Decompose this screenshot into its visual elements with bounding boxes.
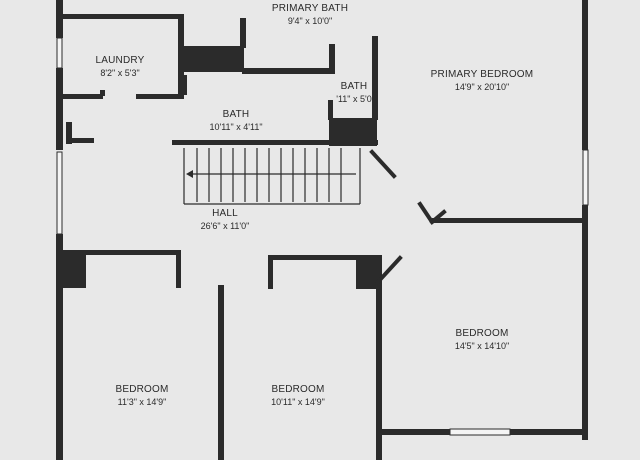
wall-bedroom-left-top (86, 250, 180, 255)
room-dimensions: 14'5" x 14'10" (454, 341, 510, 351)
room-bedroom-right: BEDROOM 14'5" x 14'10" (440, 327, 524, 353)
wall-bedroom-divider (218, 285, 224, 460)
wall-laundry-bottom (136, 94, 184, 99)
room-name: LAUNDRY (95, 55, 145, 66)
window (449, 428, 511, 436)
room-dimensions: 11'3" x 14'9" (117, 397, 167, 407)
wall-small-bath-left (329, 44, 335, 74)
room-primary-bedroom: PRIMARY BEDROOM 14'9" x 20'10" (412, 68, 552, 94)
wall-bedroom-middle-top (268, 255, 358, 260)
room-name: HALL (212, 208, 238, 219)
room-primary-bath: PRIMARY BATH 9'4" x 10'0" (262, 2, 358, 28)
room-bedroom-middle: BEDROOM 10'11" x 14'9" (258, 383, 338, 409)
wall-primary-bedroom-bottom (432, 218, 582, 223)
room-name: PRIMARY BEDROOM (430, 69, 534, 80)
room-dimensions: '11" x 5'0 (336, 94, 372, 104)
wall-outer-left (56, 68, 63, 150)
room-laundry: LAUNDRY 8'2" x 5'3" (80, 54, 160, 80)
room-name: BEDROOM (271, 384, 325, 395)
room-dimensions: 10'11" x 14'9" (271, 397, 325, 407)
room-name: BEDROOM (455, 328, 509, 339)
wall-bath-left (66, 122, 72, 144)
room-bedroom-left: BEDROOM 11'3" x 14'9" (104, 383, 180, 409)
wall-primary-bath-left (240, 18, 246, 48)
wall-outer-right (582, 205, 588, 440)
wall-short (182, 75, 187, 95)
wall-outer-left (56, 0, 63, 38)
wall-stair-top (172, 140, 378, 145)
door-swing (369, 149, 397, 179)
room-name: PRIMARY BATH (271, 3, 349, 14)
wall-bath-right (328, 100, 333, 120)
wall-outer-right (582, 0, 588, 150)
wall-bedroom-right-bottom (380, 429, 450, 435)
door-swing (417, 201, 435, 225)
wall-bath-left (66, 138, 94, 143)
window (582, 149, 589, 206)
room-name: BATH (222, 109, 250, 120)
room-name: BEDROOM (115, 384, 169, 395)
door-swing (429, 209, 447, 225)
wall-bedroom-left-top-block (56, 250, 86, 288)
wall-bedroom-right-bottom (510, 429, 588, 435)
room-dimensions: 9'4" x 10'0" (287, 16, 333, 26)
wall-bedroom-left-top-stub (176, 250, 181, 288)
room-dimensions: 26'6" x 11'0" (200, 221, 250, 231)
wall-bath-chase (182, 46, 244, 72)
room-dimensions: 10'11" x 4'11" (209, 122, 263, 132)
wall-laundry-bottom (63, 94, 103, 99)
room-bath-small: BATH '11" x 5'0 (334, 80, 374, 106)
room-name: BATH (340, 81, 368, 92)
door-swing (375, 255, 403, 285)
room-dimensions: 14'9" x 20'10" (454, 82, 510, 92)
wall-laundry-top (63, 14, 183, 19)
room-dimensions: 8'2" x 5'3" (100, 68, 140, 78)
wall-bedroom-right-left (376, 285, 382, 460)
window (56, 151, 63, 235)
room-hall: HALL 26'6" x 11'0" (185, 207, 265, 233)
wall-bedroom-middle-top-stub (268, 255, 273, 289)
wall-outer-left (56, 234, 63, 460)
wall-primary-bath-bottom (242, 68, 332, 74)
room-bath: BATH 10'11" x 4'11" (196, 108, 276, 134)
wall-primary-bath-right (372, 36, 378, 120)
wall-laundry-tick (100, 90, 105, 96)
wall-laundry-right (178, 14, 184, 99)
window (56, 37, 63, 69)
staircase (183, 148, 361, 205)
stair-arrow-icon (186, 170, 193, 178)
